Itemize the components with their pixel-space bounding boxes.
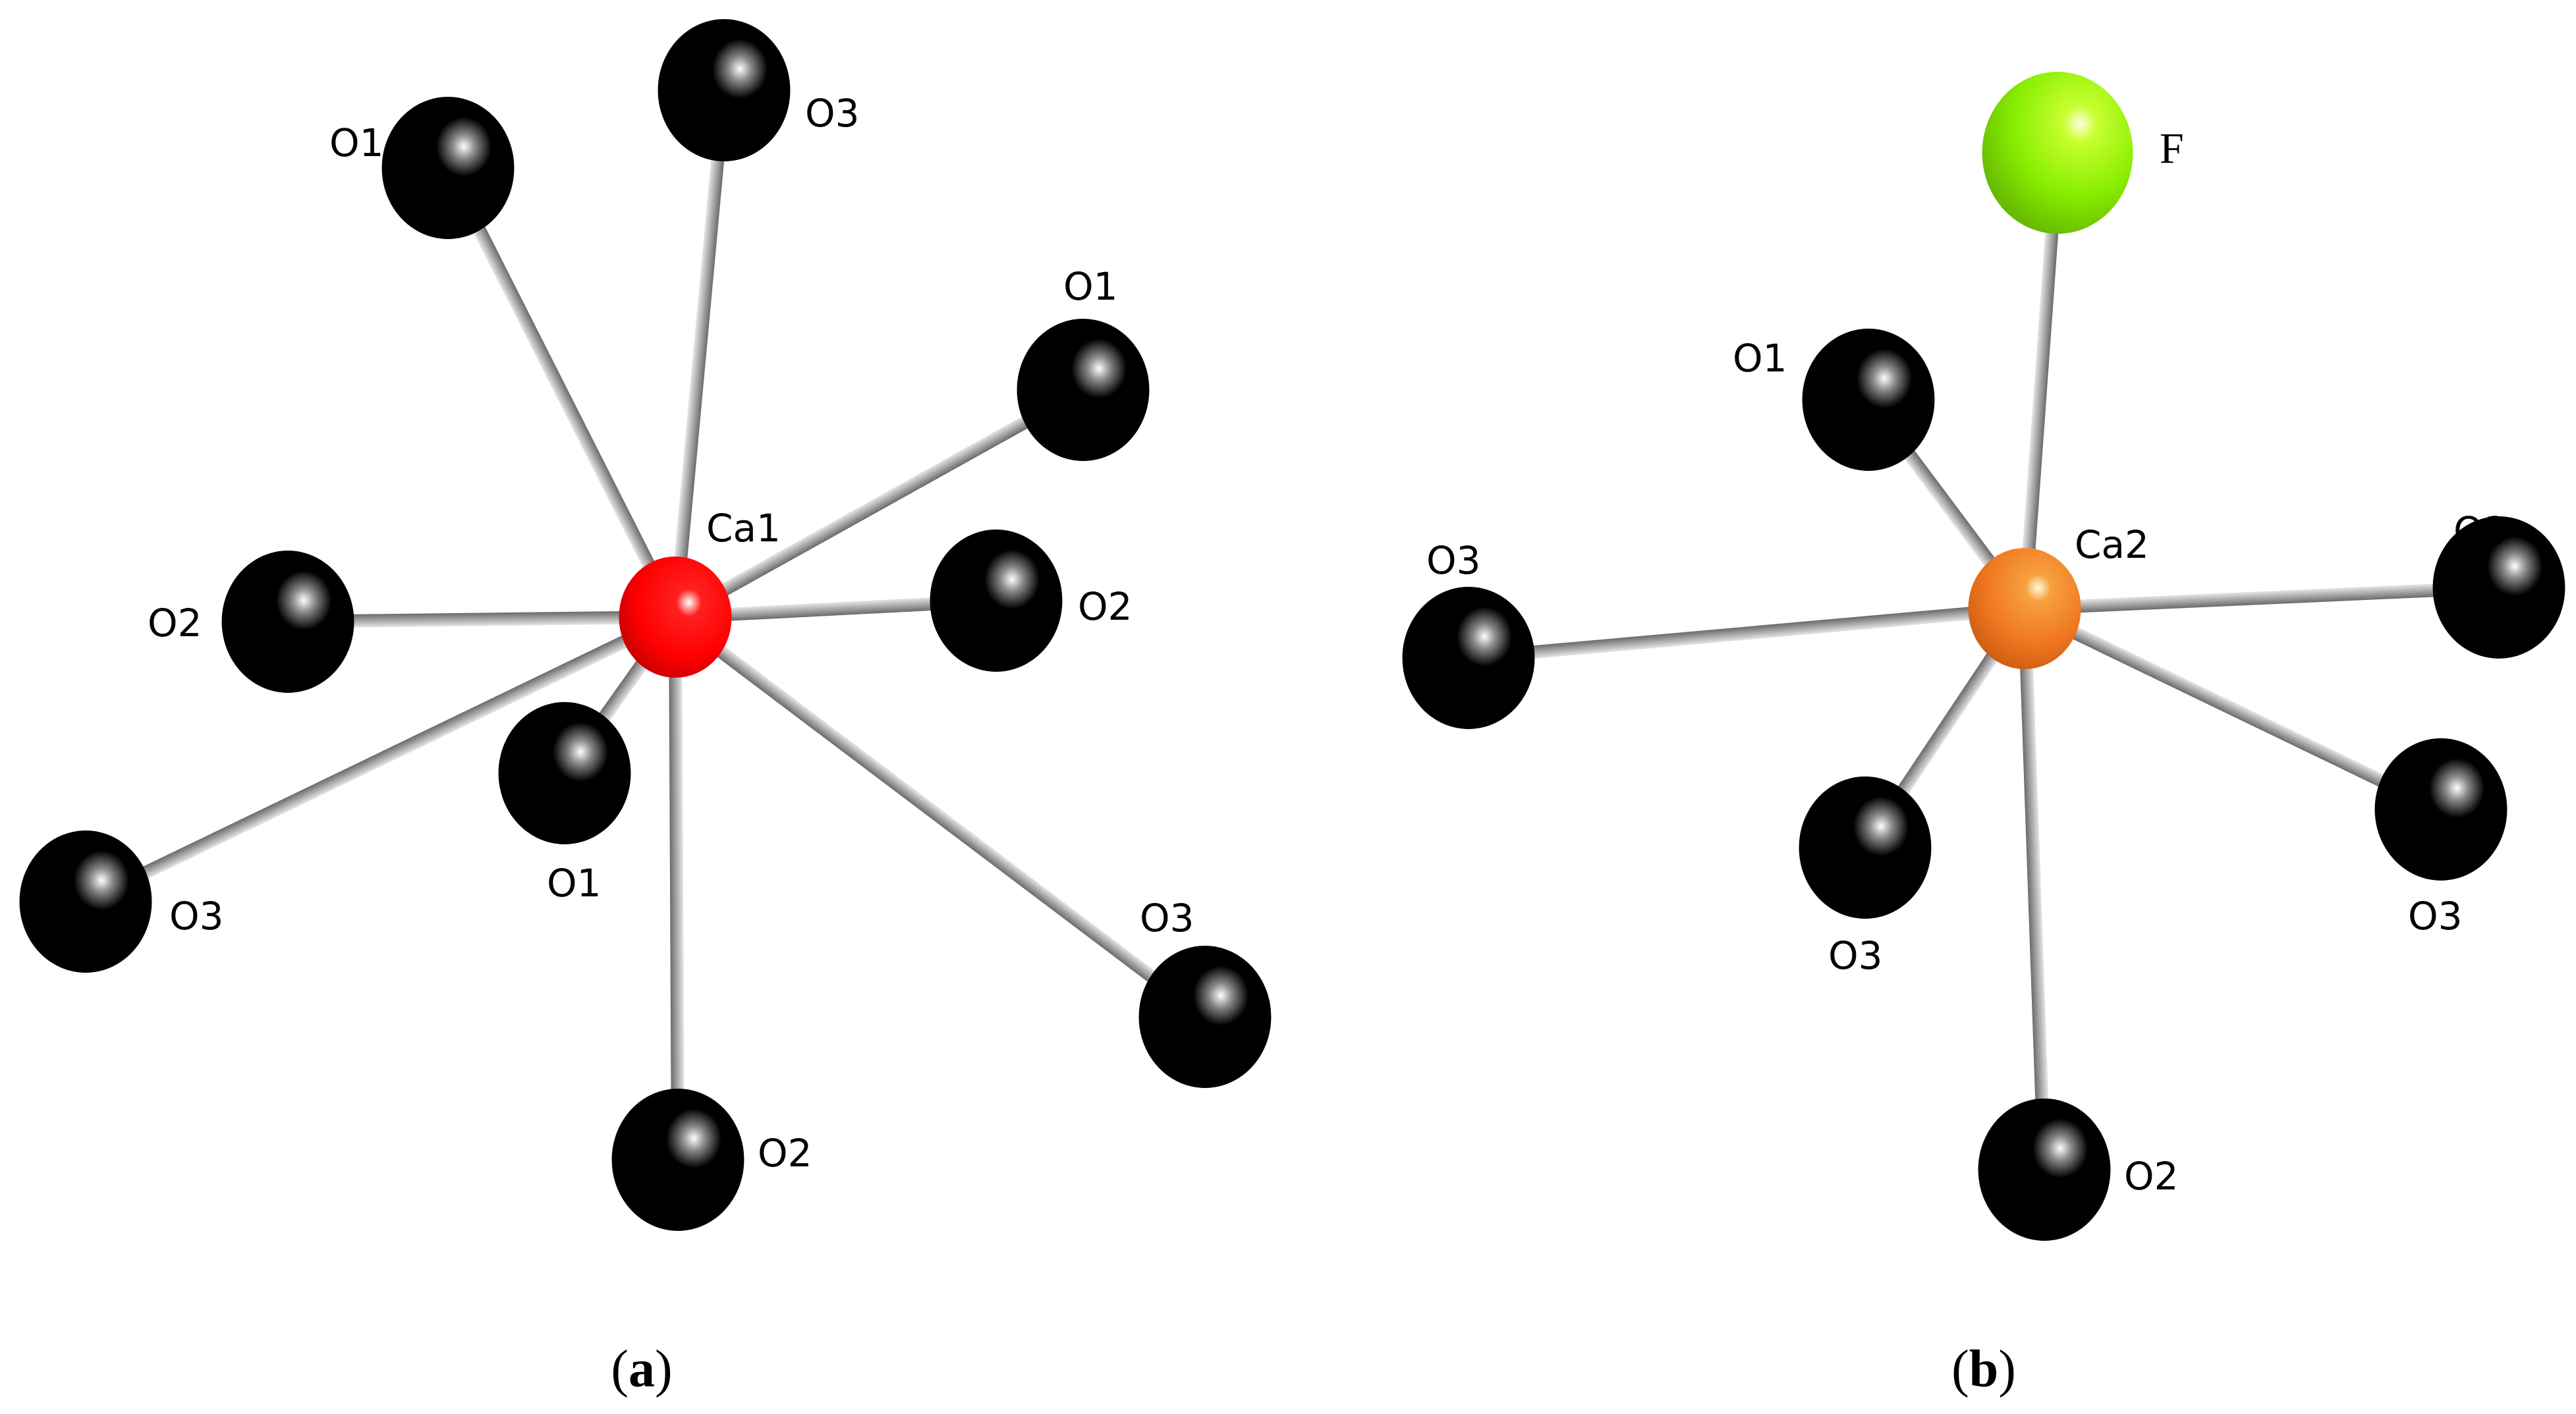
- oxygen-atom: [381, 97, 515, 239]
- atom-label-ca2: Ca2: [2075, 522, 2149, 567]
- atom-label-o1: O1: [329, 121, 384, 165]
- atom-label-o1: O1: [547, 861, 602, 906]
- oxygen-atom: [2432, 516, 2565, 659]
- atom-label-f: F: [2160, 124, 2184, 173]
- oxygen-atom: [1017, 319, 1150, 461]
- oxygen-atom: [1138, 946, 1272, 1088]
- bond: [671, 612, 1210, 1022]
- oxygen-atom: [498, 702, 631, 844]
- bonds-panel-b: [1468, 152, 2500, 1170]
- bond: [669, 90, 731, 618]
- oxygen-atom: [611, 1089, 744, 1231]
- caption-a: (a): [611, 1340, 672, 1398]
- atom-label-o1: O1: [1733, 336, 1787, 381]
- bond: [2018, 608, 2051, 1170]
- atom-label-o3: O3: [805, 91, 860, 136]
- caption-b: (b): [1951, 1340, 2016, 1398]
- bond: [442, 165, 681, 620]
- oxygen-atom: [1978, 1099, 2111, 1241]
- oxygen-atom: [658, 19, 791, 161]
- atom-label-o2: O2: [758, 1131, 812, 1176]
- atom-label-ca1: Ca1: [706, 506, 781, 551]
- oxygen-atom: [930, 530, 1063, 672]
- atoms-panel-a: [19, 19, 1272, 1231]
- bonds-panel-a: [82, 90, 1210, 1160]
- oxygen-atom: [19, 830, 152, 973]
- calcium-atom: [1968, 548, 2081, 669]
- atom-label-o3: O3: [1426, 538, 1481, 583]
- bond: [82, 611, 679, 908]
- atom-label-o2: O2: [148, 601, 202, 645]
- bond: [2024, 581, 2500, 615]
- atom-label-o3: O3: [1828, 933, 1883, 978]
- oxygen-atom: [1402, 587, 1535, 729]
- oxygen-atom: [221, 551, 354, 693]
- bond: [287, 611, 676, 628]
- atoms-panel-b: [1402, 72, 2565, 1241]
- calcium-atom: [619, 557, 732, 678]
- fluorine-atom: [1982, 72, 2133, 234]
- bond: [669, 616, 685, 1160]
- atom-label-o3: O3: [1140, 896, 1194, 940]
- oxygen-atom: [2374, 738, 2507, 881]
- atom-label-o3: O3: [169, 894, 224, 938]
- bond: [2021, 602, 2444, 816]
- bond: [2018, 152, 2064, 609]
- oxygen-atom: [1802, 329, 1935, 471]
- bond: [1468, 602, 2025, 665]
- atom-label-o2: O2: [1078, 584, 1133, 629]
- bond: [675, 594, 997, 624]
- atom-label-o3: O3: [2408, 894, 2463, 938]
- atom-label-o1: O1: [1063, 264, 1118, 309]
- atom-label-o2: O2: [2124, 1154, 2179, 1199]
- atom-label-o3: O3: [2453, 508, 2508, 553]
- oxygen-atom: [1799, 776, 1932, 919]
- bond: [672, 384, 1086, 623]
